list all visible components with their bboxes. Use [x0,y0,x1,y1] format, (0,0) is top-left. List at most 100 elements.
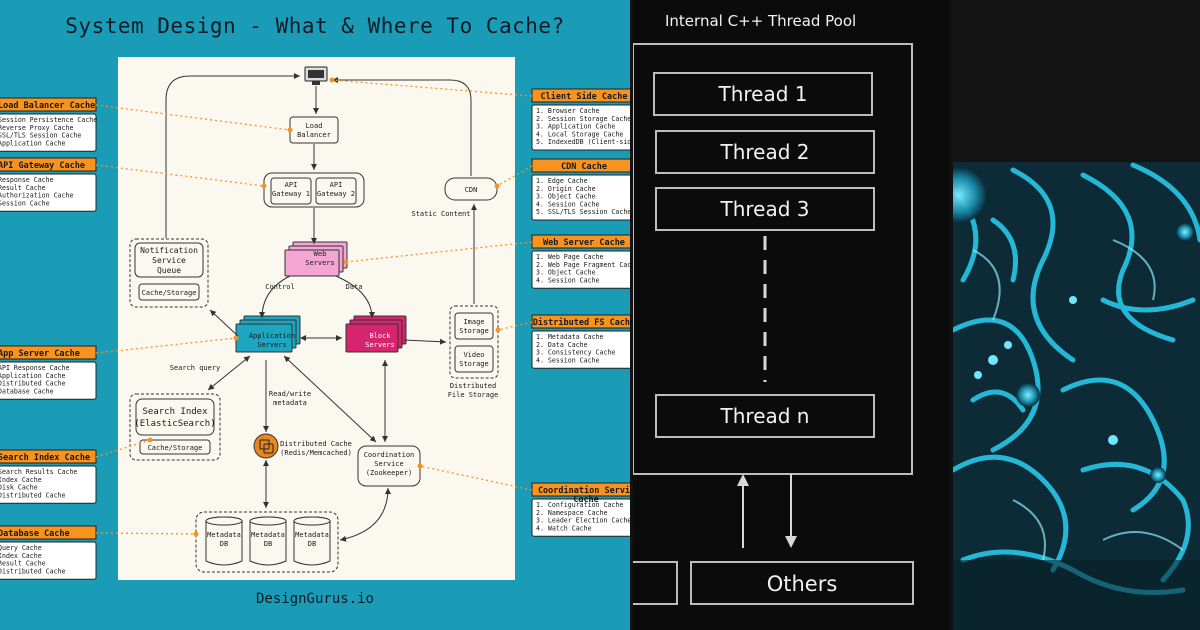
read-write-label: metadata [273,399,307,407]
left-cache-card-1-header [0,97,97,112]
web-servers-label: Web [314,250,327,258]
dcache-icon [263,443,274,454]
api-gateway-2-label: API [330,181,343,189]
footer-brand: DesignGurus.io [255,591,374,607]
block-servers-label: Servers [365,341,395,349]
right-cache-card-1-item: 2. Session Storage Cache [536,115,630,123]
client-screen-icon [308,70,324,78]
cdn-node [444,177,498,201]
left-cache-connector-1-dot [287,127,293,133]
distributed-cache-label: (Redis/Memcached) [280,449,352,457]
right-cache-card-1-item: 4. Local Storage Cache [536,130,623,138]
right-cache-card-3-item: 4. Session Cache [536,276,600,284]
right-cache-connector-2 [496,165,533,187]
right-cache-connector-5 [419,465,533,491]
left-cache-card-1-item: Session Persistence Cache [0,116,97,124]
block-servers-label: Block [369,332,391,340]
right-cache-card-4-header [531,314,630,329]
right-cache-card-2-item: 4. Session Cache [536,200,600,208]
metadata-db-label: Metadata [207,531,241,539]
others-box [690,561,914,605]
page-title: System Design - What & Where To Cache? [65,14,565,38]
left-cache-card-5-header [0,525,97,540]
distributed-cache-label: Distributed Cache [280,440,352,448]
notification-storage-node [138,283,200,301]
application-servers-label: Servers [257,341,287,349]
metadata-db-label: DB [220,540,228,548]
search-query-label: Search query [170,364,221,372]
web-servers-node-layer [284,249,340,277]
image-storage-label: Storage [459,327,489,335]
search-index-label: Search Index [142,407,208,417]
video-storage-node [454,345,494,373]
arrow-notification-client [165,73,300,238]
api-gateway-2-label: Gateway 2 [317,190,355,198]
search-index-node [135,398,215,436]
metadata-db-cap [293,516,331,526]
arrow-app-notification [209,309,239,337]
coordination-cache-title-line2: Cache [573,495,599,505]
left-cache-card-3-title: App Server Cache [0,349,80,359]
left-cache-card-5-body [0,541,97,580]
metadata-db-cap [249,516,287,526]
right-cache-card-4-body [531,330,630,369]
left-cache-card-2-item: Authorization Cache [0,192,73,200]
right-cache-card-2-item: 3. Object Cache [536,193,596,201]
load-balancer-label: Balancer [297,131,331,139]
notification-label: Notification [140,246,198,255]
right-cache-card-4-item: 4. Session Cache [536,356,600,364]
static-content-label: Static Content [411,210,470,218]
diagram-paper [118,57,515,580]
right-cache-card-1-item: 3. Application Cache [536,123,615,131]
left-cache-card-5-item: Index Cache [0,552,42,560]
right-cache-card-3-header [531,234,630,249]
image-storage-node [454,312,494,340]
artwork-panel [953,0,1200,630]
arrow-app-coordination [283,355,377,443]
arrow-coordination-db [339,487,391,542]
video-storage-label: Video [463,351,484,359]
left-cache-card-4-item: Distributed Cache [0,491,66,499]
right-cache-card-5-item: 3. Leader Election Cache [536,517,630,525]
video-storage-label: Storage [459,360,489,368]
left-cache-card-2-item: Response Cache [0,176,54,184]
right-cache-connector-2-dot [494,183,500,189]
arrow-web-app [259,275,291,319]
api-gateway-2-node [315,177,357,205]
left-cache-connector-2 [95,164,265,187]
left-cache-card-3-item: API Response Cache [0,364,69,372]
cdn-label: CDN [465,186,478,194]
web-servers-label: Servers [305,259,335,267]
right-cache-card-2-header [531,158,630,173]
left-cache-card-5-title: Database Cache [0,529,70,539]
read-write-label: Read/write [269,390,311,398]
right-cache-card-5-item: 4. Watch Cache [536,524,592,532]
metadata-db-label: DB [308,540,316,548]
distributed-cache-node [253,433,279,459]
metadata-db-node-3 [293,521,331,566]
client-stand-icon [312,81,320,85]
left-cache-card-3-item: Distributed Cache [0,380,66,388]
arrow-web-block [335,275,375,319]
left-cache-connector-4-dot [147,437,153,443]
metadata-db-label: DB [264,540,272,548]
right-cache-card-5-item: 1. Configuration Cache [536,501,623,509]
notification-queue-node [134,242,204,278]
left-cache-card-4-title: Search Index Cache [0,453,90,463]
left-cache-card-5-item: Query Cache [0,544,42,552]
load-balancer-label: Load [306,122,323,130]
right-cache-card-3-title: Web Server Cache [543,238,625,248]
arrow-cdn-client [332,77,472,176]
metadata-db-node-2 [249,521,287,566]
coordination-service-label: Coordination [364,451,415,459]
left-cache-card-1-title: Load Balancer Cache [0,101,95,111]
right-cache-card-2-title: CDN Cache [561,162,607,172]
right-cache-card-1-item: 1. Browser Cache [536,107,600,115]
metadata-db-cap [205,516,243,526]
left-cache-card-2-header [0,157,97,172]
left-cache-connector-5 [95,532,197,535]
metadata-db-node-1 [205,521,243,566]
right-cache-card-5-item: 2. Namespace Cache [536,509,607,517]
right-cache-card-4-title: Distributed FS Cache [533,317,630,328]
right-cache-card-5-title: Coordination Servi [538,485,630,496]
